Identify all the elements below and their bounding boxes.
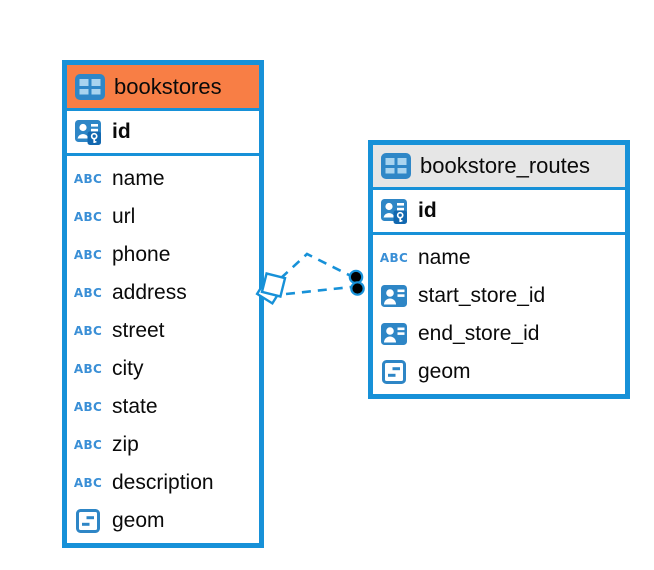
- column-row[interactable]: end_store_id: [373, 315, 625, 353]
- relationship-connector[interactable]: [255, 252, 365, 306]
- table-icon: [75, 73, 105, 100]
- table-header-bookstore-routes[interactable]: bookstore_routes: [373, 145, 625, 190]
- text-type-icon: ABC: [73, 399, 103, 415]
- column-name: zip: [112, 433, 139, 456]
- column-row[interactable]: ABC name: [67, 160, 259, 198]
- foreign-key-icon: [379, 322, 409, 346]
- column-row[interactable]: ABC street: [67, 312, 259, 350]
- column-name: url: [112, 205, 136, 228]
- table-icon: [381, 153, 411, 179]
- endpoint-dot-top: [348, 269, 364, 285]
- column-name: description: [112, 471, 214, 494]
- column-row[interactable]: geom: [373, 353, 625, 391]
- text-type-icon: ABC: [73, 247, 103, 263]
- entity-table-bookstores[interactable]: bookstores id ABC name ABC url: [62, 60, 264, 548]
- column-row[interactable]: ABC city: [67, 350, 259, 388]
- text-type-icon: ABC: [73, 209, 103, 225]
- column-row[interactable]: ABC address: [67, 274, 259, 312]
- primary-key-icon: [379, 198, 409, 224]
- geometry-type-icon: [379, 360, 409, 384]
- pk-row[interactable]: id: [373, 190, 625, 235]
- diamond-marker-front: [260, 272, 287, 298]
- relationship-line-start[interactable]: [280, 252, 352, 279]
- column-name: start_store_id: [418, 284, 546, 307]
- text-type-icon: ABC: [73, 285, 103, 301]
- columns-list: ABC name start_store_id: [373, 235, 625, 394]
- columns-list: ABC name ABC url ABC phone ABC address A…: [67, 156, 259, 543]
- column-name: name: [112, 167, 165, 190]
- text-type-icon: ABC: [73, 171, 103, 187]
- column-name: name: [418, 246, 471, 269]
- table-title: bookstore_routes: [420, 153, 590, 178]
- column-row[interactable]: geom: [67, 502, 259, 540]
- geometry-type-icon: [73, 509, 103, 533]
- table-header-bookstores[interactable]: bookstores: [67, 65, 259, 111]
- column-row[interactable]: ABC state: [67, 388, 259, 426]
- column-row[interactable]: ABC zip: [67, 426, 259, 464]
- pk-row[interactable]: id: [67, 111, 259, 156]
- column-name: city: [112, 357, 144, 380]
- relationship-line-end[interactable]: [285, 285, 352, 296]
- text-type-icon: ABC: [73, 323, 103, 339]
- column-row[interactable]: ABC phone: [67, 236, 259, 274]
- column-row[interactable]: ABC url: [67, 198, 259, 236]
- column-row[interactable]: ABC description: [67, 464, 259, 502]
- column-name: phone: [112, 243, 171, 266]
- column-name: state: [112, 395, 158, 418]
- pk-column-name: id: [418, 199, 437, 222]
- text-type-icon: ABC: [73, 475, 103, 491]
- endpoint-dot-bottom: [350, 281, 365, 296]
- column-name: street: [112, 319, 165, 342]
- column-name: end_store_id: [418, 322, 540, 345]
- column-name: address: [112, 281, 187, 304]
- table-title: bookstores: [114, 73, 222, 99]
- primary-key-icon: [73, 119, 103, 145]
- text-type-icon: ABC: [379, 250, 409, 266]
- column-name: geom: [112, 509, 165, 532]
- column-name: geom: [418, 360, 471, 383]
- foreign-key-icon: [379, 284, 409, 308]
- pk-column-name: id: [112, 120, 131, 143]
- column-row[interactable]: start_store_id: [373, 277, 625, 315]
- entity-table-bookstore-routes[interactable]: bookstore_routes id ABC name: [368, 140, 630, 399]
- column-row[interactable]: ABC name: [373, 239, 625, 277]
- text-type-icon: ABC: [73, 361, 103, 377]
- text-type-icon: ABC: [73, 437, 103, 453]
